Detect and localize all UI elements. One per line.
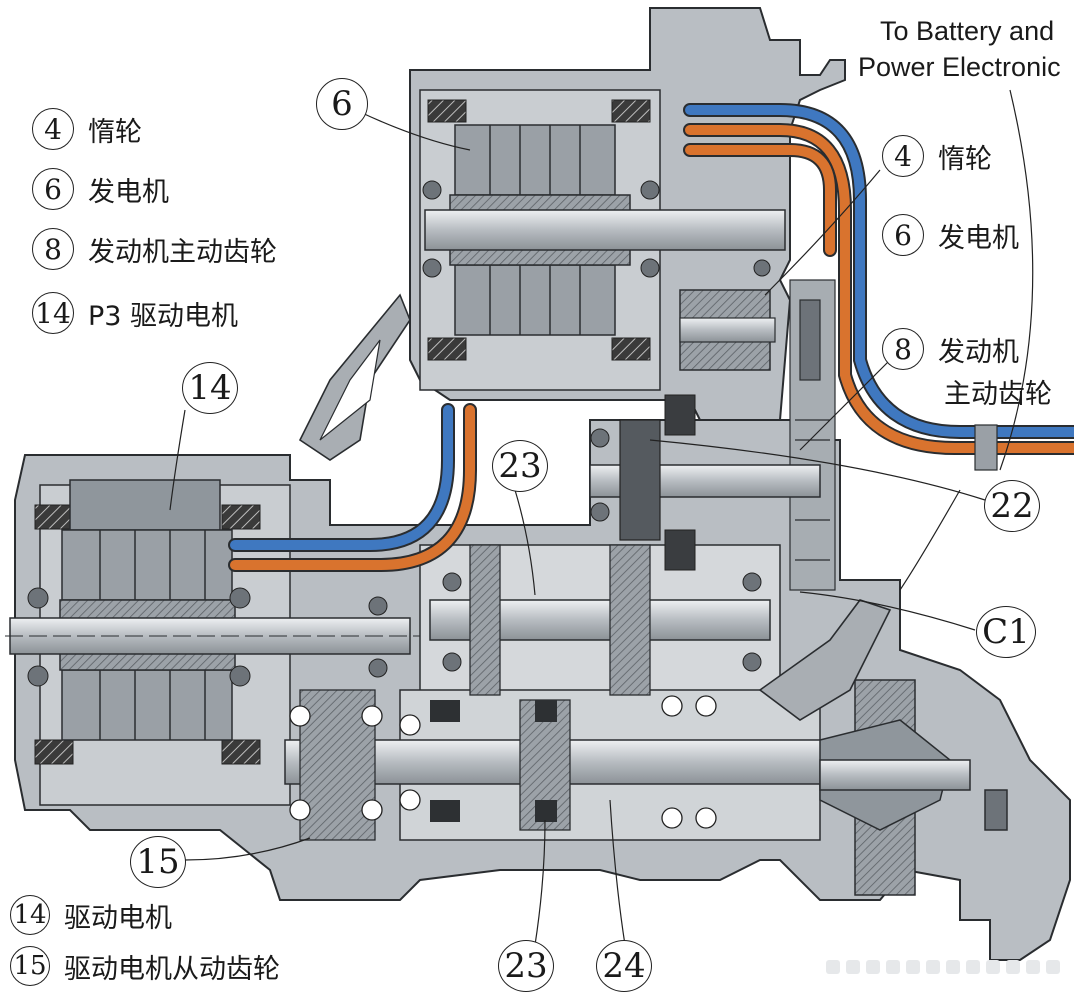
legend-text: 发动机主动齿轮 — [88, 236, 277, 268]
differential — [819, 679, 1008, 896]
legend-item-6: 6 发电机 — [32, 168, 169, 210]
leader-lines — [169, 89, 1034, 946]
legend-text: P3 驱动电机 — [88, 300, 239, 332]
legend-num: 14 — [32, 292, 74, 334]
legend-num: 14 — [10, 895, 50, 935]
legend-right-item-8: 8 发动机 — [882, 328, 1019, 370]
legend-num: 15 — [10, 946, 50, 986]
callout-15: 15 — [130, 836, 186, 888]
legend-text: 发电机 — [938, 222, 1019, 254]
legend-text: 发电机 — [88, 176, 169, 208]
legend-num: 4 — [882, 135, 924, 177]
generator-shaft — [424, 209, 786, 251]
legend-item-8: 8 发动机主动齿轮 — [32, 228, 277, 270]
legend-bottom-item-14: 14 驱动电机 — [10, 895, 172, 935]
legend-num: 8 — [32, 228, 74, 270]
drive-motor-stator — [61, 479, 233, 741]
legend-bottom-item-15: 15 驱动电机从动齿轮 — [10, 946, 280, 986]
legend-num: 6 — [32, 168, 74, 210]
callout-23-top: 23 — [492, 440, 548, 492]
legend-text: 驱动电机从动齿轮 — [64, 953, 280, 985]
legend-text: 惰轮 — [88, 116, 142, 148]
callout-23-bottom: 23 — [498, 940, 554, 992]
legend-num: 4 — [32, 108, 74, 150]
note-line-1: To Battery and — [880, 16, 1055, 46]
callout-6: 6 — [316, 78, 368, 130]
legend-text: 驱动电机 — [64, 902, 172, 934]
callout-14: 14 — [182, 362, 238, 414]
cables — [228, 103, 1074, 572]
legend-text-line2: 主动齿轮 — [944, 379, 1052, 410]
legend-item-4: 4 惰轮 — [32, 108, 142, 150]
generator-bearings — [422, 180, 771, 309]
legend-right-item-6: 6 发电机 — [882, 214, 1019, 256]
legend-text: 惰轮 — [938, 143, 992, 175]
watermark-dots — [826, 960, 1060, 974]
legend-num: 6 — [882, 214, 924, 256]
legend-item-14: 14 P3 驱动电机 — [32, 292, 238, 334]
note-line-2: Power Electronic — [858, 52, 1061, 82]
callout-24: 24 — [596, 940, 652, 992]
callout-c1: C1 — [976, 606, 1036, 658]
clutch-pack — [789, 279, 836, 591]
callout-22: 22 — [984, 480, 1040, 532]
drive-motor-bearings — [27, 587, 388, 687]
legend-right-item-4: 4 惰轮 — [882, 135, 992, 177]
legend-text: 发动机 — [938, 336, 1019, 368]
legend-num: 8 — [882, 328, 924, 370]
